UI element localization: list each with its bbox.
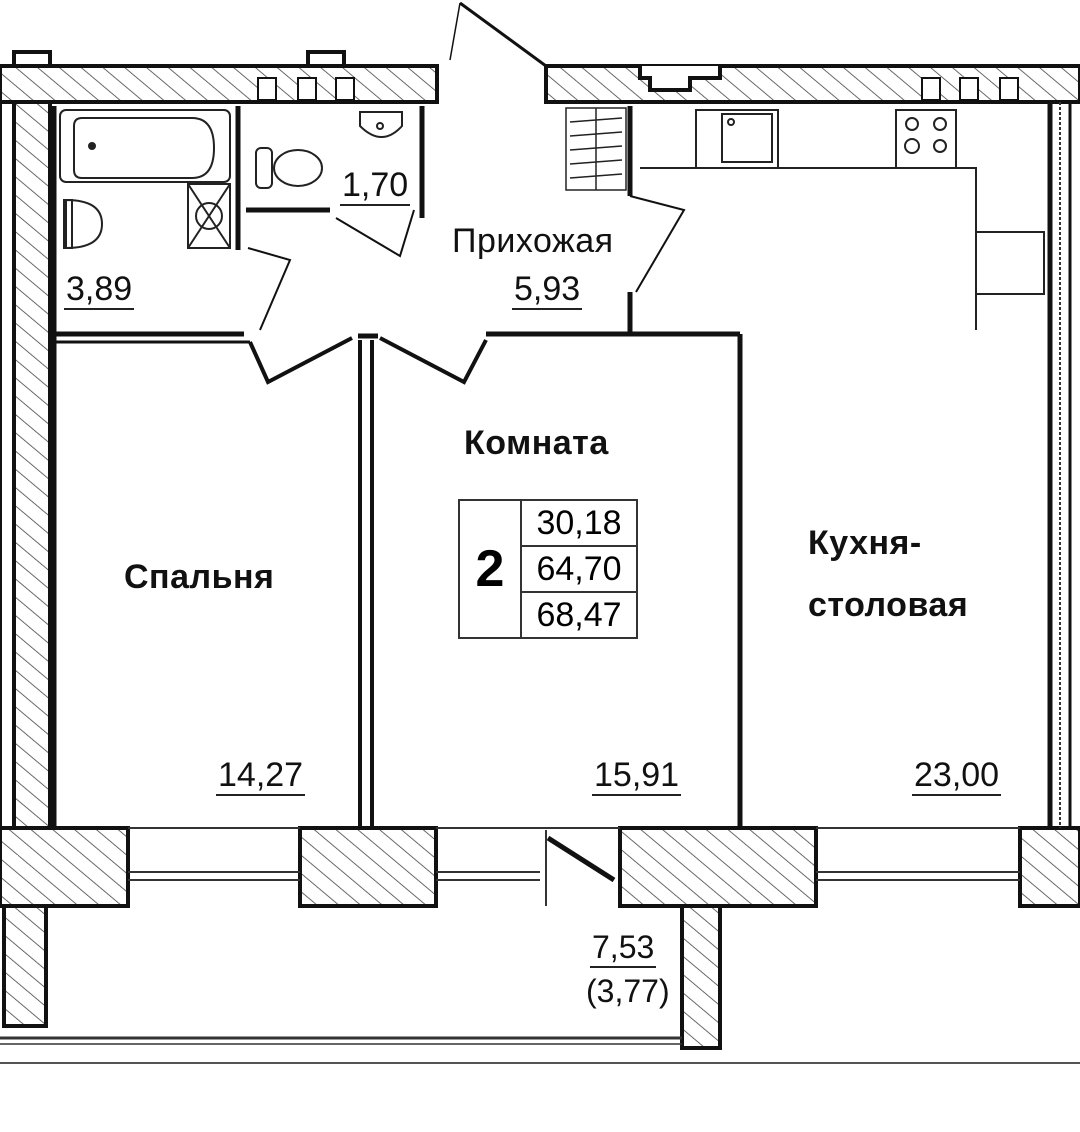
loggia-area-reduced: (3,77) — [586, 973, 670, 1009]
exterior-walls — [0, 50, 1080, 1050]
vent-shafts — [257, 77, 1019, 101]
room-area: 15,91 — [592, 756, 682, 796]
kitchen-name-line2: столовая — [808, 586, 969, 624]
bedroom-area: 14,27 — [216, 756, 306, 796]
kitchen-area: 23,00 — [912, 756, 1002, 796]
toilet-icon — [255, 147, 323, 189]
bedroom-name: Спальня — [124, 558, 275, 596]
washbasin-icon — [63, 198, 104, 250]
hallway-name: Прихожая — [452, 222, 614, 260]
kitchen-name-line1: Кухня- — [808, 524, 922, 562]
rooms-count: 2 — [460, 501, 522, 637]
bathtub-icon — [59, 109, 231, 183]
washing-machine-icon — [187, 183, 231, 249]
hallway-wardrobe — [565, 107, 627, 191]
room-name: Комната — [464, 424, 609, 462]
apartment-summary-table: 2 30,18 64,70 68,47 — [458, 499, 638, 639]
loggia-area: 7,53 — [590, 928, 657, 968]
living-area: 30,18 — [522, 501, 636, 547]
image-bottom-border — [0, 1062, 1080, 1064]
sink-icon — [359, 111, 403, 138]
hallway-area: 5,93 — [512, 270, 583, 310]
kitchen-counter — [640, 109, 1045, 330]
interior-walls — [51, 1, 743, 828]
bathroom-area: 3,89 — [64, 270, 135, 310]
total-area: 64,70 — [522, 547, 636, 593]
toilet-area: 1,70 — [340, 166, 411, 206]
total-area-with-loggia: 68,47 — [536, 595, 622, 634]
